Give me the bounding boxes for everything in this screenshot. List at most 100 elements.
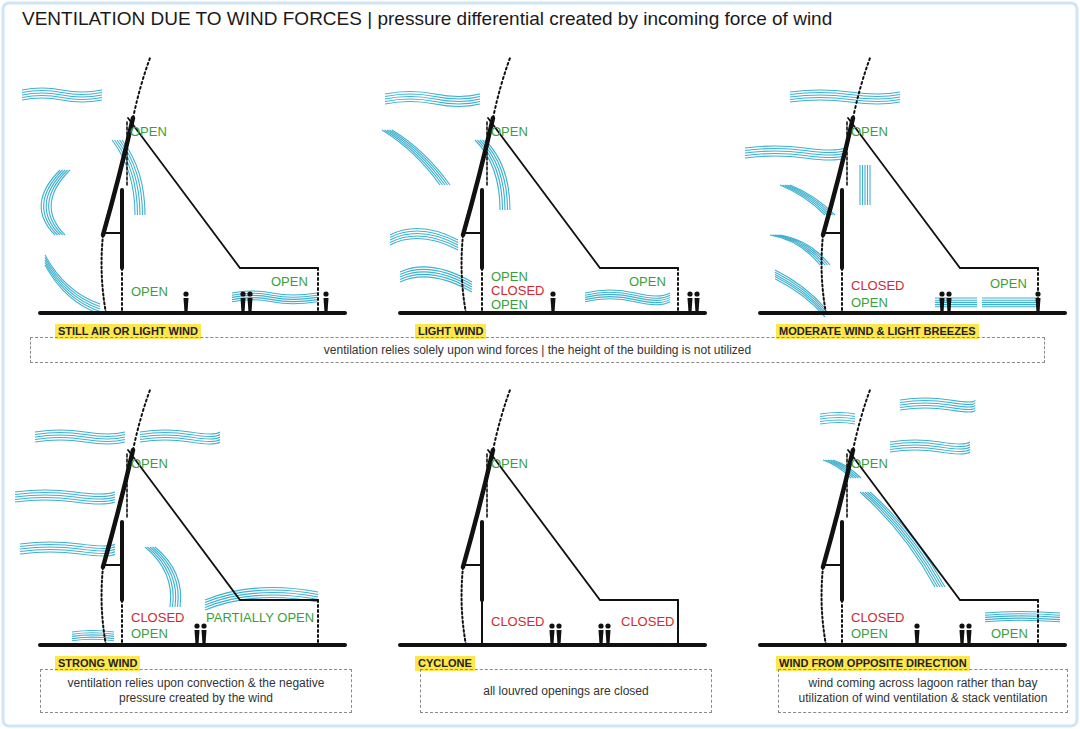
floor-link [103, 564, 122, 566]
wind-band [390, 229, 458, 250]
wind-line [45, 260, 100, 309]
person-head [959, 623, 964, 628]
wind-line [392, 130, 450, 185]
opening-state: OPEN [629, 275, 666, 289]
opening-state: CLOSED [491, 284, 544, 298]
opening-state: OPEN [131, 627, 168, 641]
opening-state: OPEN [131, 457, 168, 471]
person-head [687, 291, 692, 296]
inner-wall [480, 522, 484, 600]
wind-line [72, 631, 114, 633]
inner-wall [840, 190, 844, 268]
opening-state: OPEN [491, 270, 528, 284]
person-head [605, 623, 610, 628]
floor-link [463, 232, 482, 234]
wind-line [778, 235, 828, 265]
building-section [15, 390, 345, 645]
open-louvre [841, 268, 843, 313]
opening-state: CLOSED [851, 279, 904, 293]
wind-line [867, 165, 868, 205]
person-figure [687, 291, 692, 311]
wind-line [155, 547, 181, 607]
ground-line [400, 311, 705, 315]
opening-state: OPEN [990, 277, 1027, 291]
louvred-facade [822, 235, 826, 313]
wind-band [20, 542, 115, 556]
wind-band [775, 270, 825, 317]
wind-line [400, 277, 472, 292]
person-body [940, 298, 945, 311]
wind-band [382, 130, 450, 185]
floor-link [823, 564, 842, 566]
wind-line [20, 552, 115, 556]
opening-state: OPEN [991, 627, 1028, 641]
facade-extension [493, 58, 510, 118]
opening-state: OPEN [851, 296, 888, 310]
wind-line [985, 618, 1060, 620]
wind-line [382, 130, 440, 185]
wind-band [35, 430, 125, 444]
curved-facade [463, 118, 493, 235]
wind-band [982, 298, 1037, 307]
ground-line [40, 311, 345, 315]
wind-band [745, 146, 845, 160]
floor-link [823, 232, 842, 234]
person-body [184, 298, 189, 311]
note-text: all louvred openings are closed [431, 684, 701, 699]
wind-line [585, 299, 670, 305]
ground-line [760, 643, 1065, 647]
facade-extension [853, 58, 870, 118]
wind-line [153, 547, 179, 607]
frame [3, 3, 1077, 726]
person-head [914, 623, 919, 628]
person-body [324, 298, 329, 311]
opening-state: CLOSED [621, 615, 674, 629]
opening-state: CLOSED [491, 615, 544, 629]
roof-line [848, 118, 1038, 268]
wind-band [205, 588, 318, 611]
opening-state: OPEN [851, 125, 888, 139]
roof-line [128, 118, 318, 268]
wind-line [868, 492, 943, 587]
person-head [247, 291, 252, 296]
wind-line [72, 637, 114, 639]
person-figure [605, 623, 610, 643]
louvred-facade [102, 235, 106, 313]
open-louvre [121, 268, 123, 313]
wind-line [390, 239, 458, 250]
building-section [22, 58, 345, 314]
person-body [557, 630, 562, 643]
wind-band [45, 255, 100, 314]
opening-state: OPEN [491, 125, 528, 139]
open-louvre [317, 268, 319, 313]
wind-line [22, 98, 102, 102]
building-section [400, 390, 705, 645]
wind-line [863, 492, 938, 587]
wind-line [22, 96, 102, 100]
wind-line [982, 302, 1037, 303]
person-body [688, 298, 693, 311]
opening-state: OPEN [851, 627, 888, 641]
person-head [549, 623, 554, 628]
person-body [915, 630, 920, 643]
wind-band [890, 440, 970, 454]
person-body [947, 298, 952, 311]
floor-link [103, 232, 122, 234]
louvred-facade [462, 235, 466, 313]
person-body [960, 630, 965, 643]
inner-wall [120, 190, 124, 268]
opening-state: CLOSED [851, 611, 904, 625]
facade-extension [133, 390, 150, 450]
person-figure [939, 291, 944, 311]
person-figure [1035, 291, 1040, 311]
person-body [599, 630, 604, 643]
curved-facade [103, 450, 133, 567]
person-head [323, 291, 328, 296]
wind-line [985, 612, 1060, 614]
floor-link [463, 564, 482, 566]
wind-line [859, 165, 860, 205]
wind-line [820, 420, 855, 422]
person-head [1035, 291, 1040, 296]
person-figure [959, 623, 964, 643]
person-head [966, 623, 971, 628]
